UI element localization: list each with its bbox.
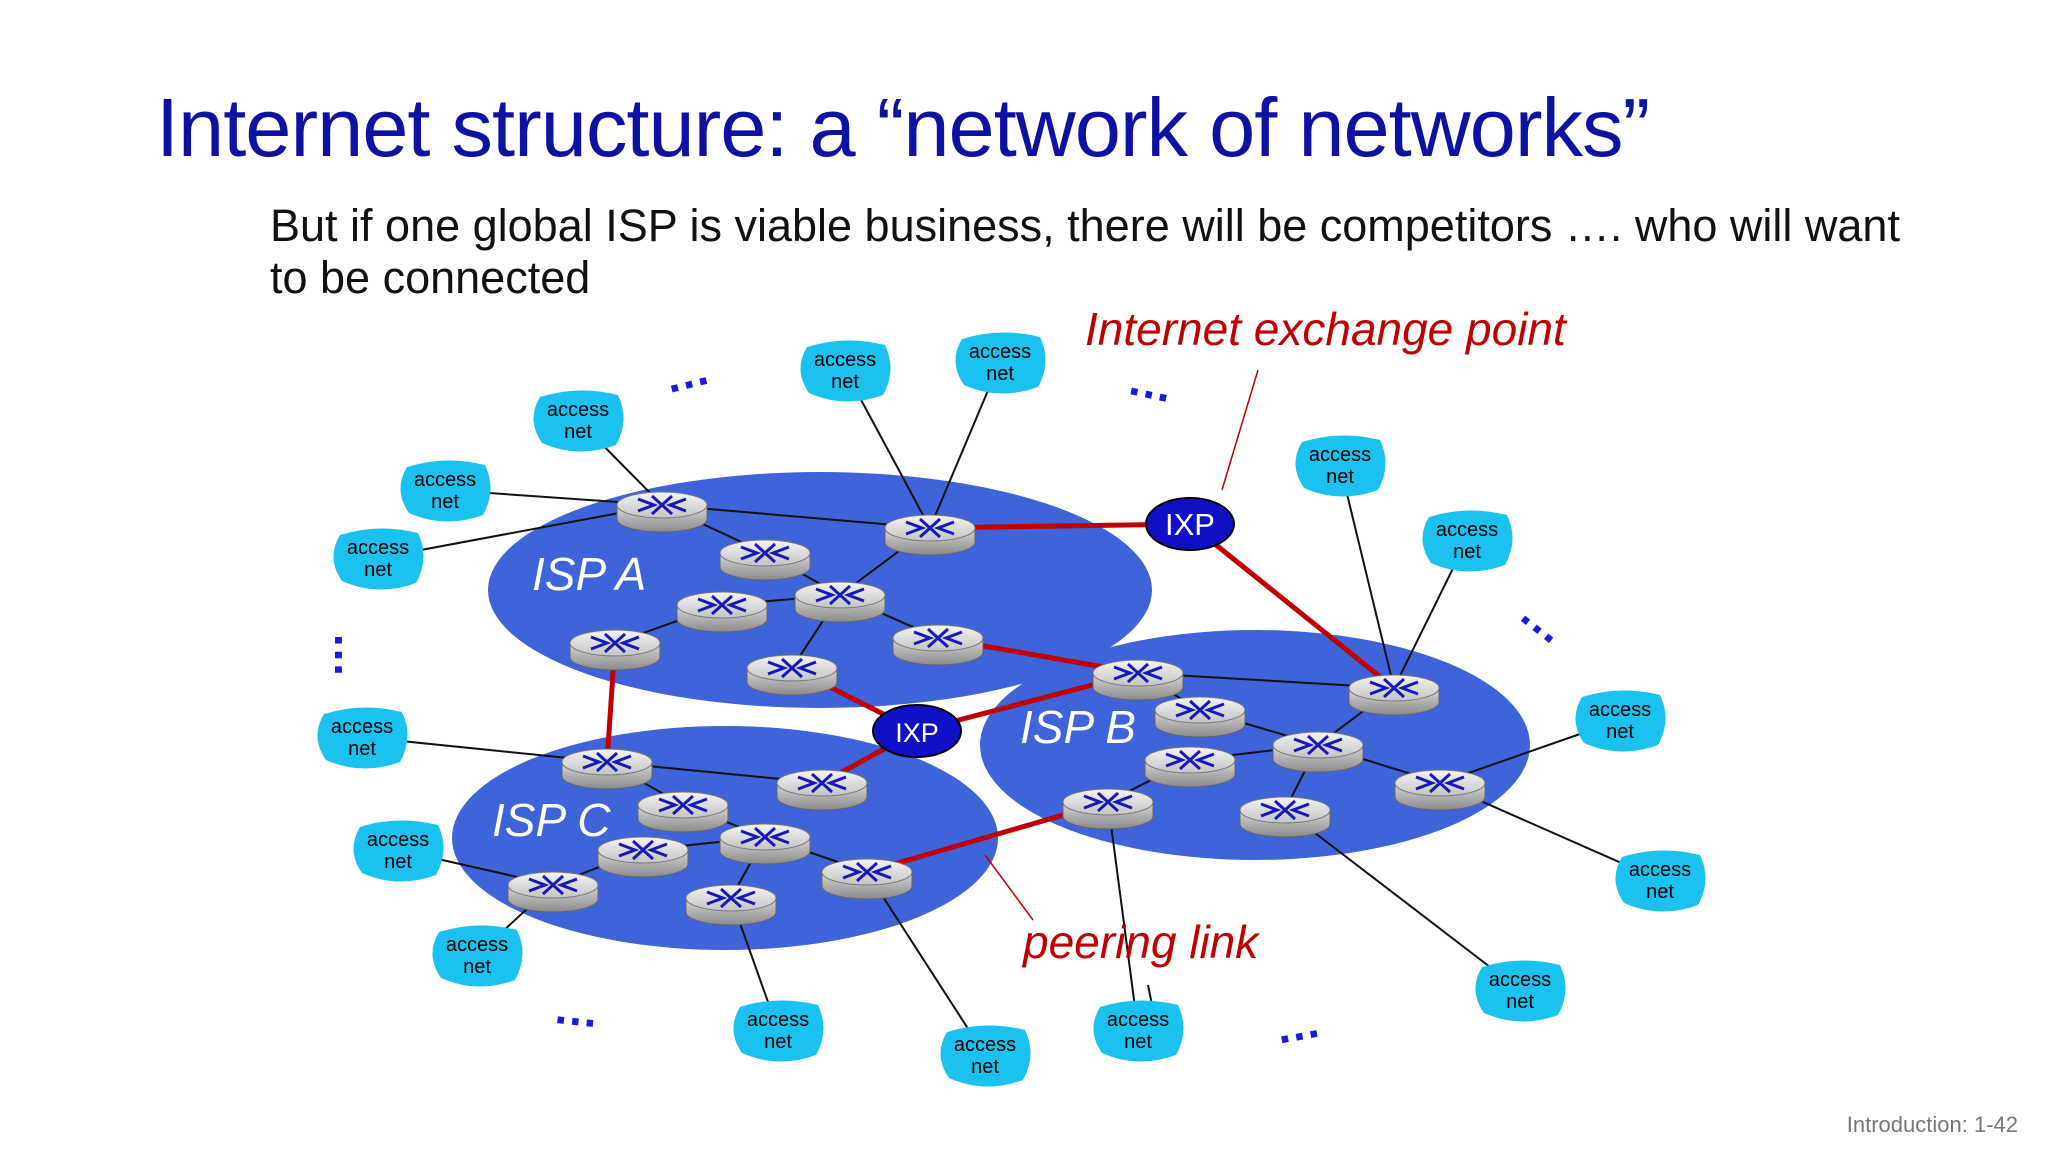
ixp-top: IXP — [1145, 497, 1235, 551]
peering-link-callout: peering link — [1021, 916, 1260, 968]
router-icon — [616, 491, 708, 533]
access-net-label: access — [954, 1034, 1016, 1056]
access-net-label: net — [1326, 466, 1354, 488]
router-icon — [685, 884, 777, 926]
access-net-label: access — [1629, 859, 1691, 881]
access-net-label: net — [764, 1031, 792, 1053]
access-net-label: access — [1436, 519, 1498, 541]
isp-a-label: ISP A — [532, 548, 646, 600]
access-net-label: access — [1589, 699, 1651, 721]
access-net-label: access — [331, 716, 393, 738]
ixp-top-label: IXP — [1165, 507, 1215, 542]
router-icon — [776, 769, 868, 811]
access-net-label: net — [463, 956, 491, 978]
router-icon — [719, 539, 811, 581]
router-icon — [719, 823, 811, 865]
router-icon — [561, 748, 653, 790]
access-net-label: access — [347, 537, 409, 559]
ellipsis-marker: … — [1511, 585, 1579, 654]
access-net-label: access — [1489, 969, 1551, 991]
ellipsis-marker: … — [1123, 352, 1179, 412]
access-net-label: net — [971, 1056, 999, 1078]
router-icon — [892, 624, 984, 666]
access-net-label: access — [814, 349, 876, 371]
ixp-middle-label: IXP — [895, 718, 939, 748]
callout-pointers — [984, 369, 1259, 921]
access-net-label: net — [348, 738, 376, 760]
router-icon — [676, 591, 768, 633]
slide-footer: Introduction: 1-42 — [1846, 1112, 2018, 1137]
router-icon — [1154, 696, 1246, 738]
router-icon — [884, 514, 976, 556]
ellipsis-marker: … — [551, 981, 602, 1038]
router-icon — [1394, 769, 1486, 811]
router-icon — [1092, 659, 1184, 701]
access-net-label: net — [1124, 1031, 1152, 1053]
router-icon — [637, 791, 729, 833]
access-net-label: net — [364, 559, 392, 581]
routers — [507, 491, 1486, 926]
access-net-label: net — [564, 421, 592, 443]
router-icon — [1062, 788, 1154, 830]
access-net-label: access — [969, 341, 1031, 363]
access-net-label: access — [367, 829, 429, 851]
access-net-label: access — [414, 469, 476, 491]
access-net-label: net — [1606, 721, 1634, 743]
access-net-label: net — [986, 363, 1014, 385]
router-icon — [569, 629, 661, 671]
ellipsis-marker: … — [325, 632, 377, 678]
access-net-label: access — [1107, 1009, 1169, 1031]
access-net-label: net — [1506, 991, 1534, 1013]
slide-subtitle: But if one global ISP is viable business… — [270, 200, 1900, 303]
router-icon — [794, 581, 886, 623]
router-icon — [1144, 746, 1236, 788]
isp-c-label: ISP C — [492, 794, 611, 846]
access-net-label: access — [747, 1009, 809, 1031]
router-icon — [746, 654, 838, 696]
ixp-callout: Internet exchange point — [1085, 303, 1568, 355]
access-net-label: access — [446, 934, 508, 956]
router-icon — [1239, 796, 1331, 838]
ixp-middle: IXP — [872, 704, 962, 758]
access-net-label: access — [1309, 444, 1371, 466]
ellipsis-marker: … — [658, 342, 715, 404]
router-icon — [597, 836, 689, 878]
access-net-label: net — [431, 491, 459, 513]
router-icon — [507, 871, 599, 913]
access-networks: accessnetaccessnetaccessnetaccessnetacce… — [317, 332, 1706, 1087]
access-net-label: net — [1453, 541, 1481, 563]
isp-b-label: ISP B — [1020, 701, 1136, 753]
access-net-label: net — [1646, 881, 1674, 903]
access-net-label: net — [384, 851, 412, 873]
router-icon — [1348, 674, 1440, 716]
access-net-label: access — [547, 399, 609, 421]
slide-title: Internet structure: a “network of networ… — [156, 81, 1650, 174]
router-icon — [821, 858, 913, 900]
access-net-label: net — [831, 371, 859, 393]
router-icon — [1272, 731, 1364, 773]
ellipsis-marker: … — [1270, 995, 1324, 1054]
